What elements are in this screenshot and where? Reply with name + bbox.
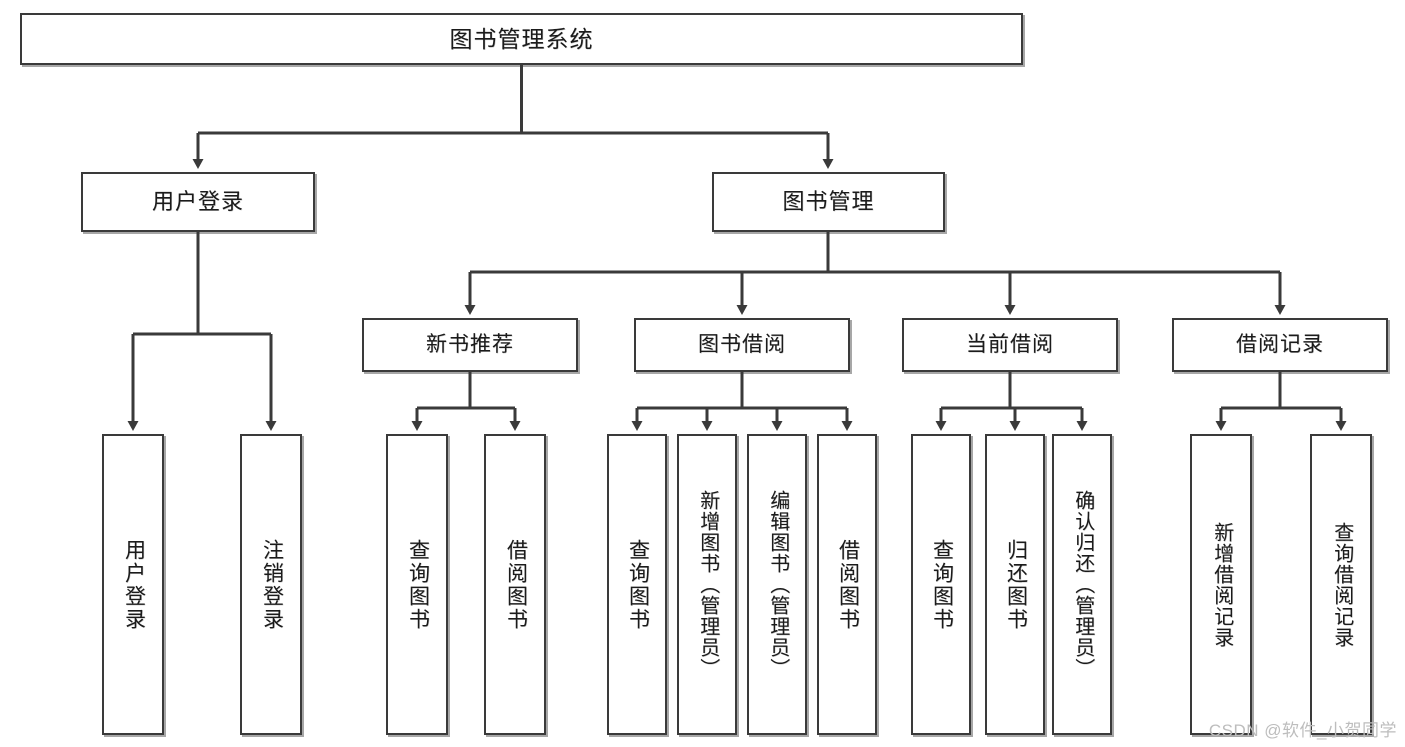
node-leaf-user-logout-label: 注销登录 — [260, 538, 284, 631]
node-new-book-rec-label: 新书推荐 — [426, 332, 514, 356]
node-leaf-return-book[interactable]: 归还图书 — [985, 434, 1045, 735]
node-leaf-rec-borrow-book-label: 借阅图书 — [504, 538, 528, 631]
node-leaf-cur-query-book-label: 查询图书 — [930, 538, 954, 631]
node-leaf-confirm-return[interactable]: 确认归还（管理员） — [1052, 434, 1112, 735]
node-leaf-cur-query-book[interactable]: 查询图书 — [911, 434, 971, 735]
node-borrow-record-label: 借阅记录 — [1236, 332, 1324, 356]
node-root-label: 图书管理系统 — [449, 25, 594, 52]
node-leaf-edit-book-admin-label: 编辑图书（管理员） — [766, 490, 789, 679]
node-leaf-borrow-query-book[interactable]: 查询图书 — [607, 434, 667, 735]
node-leaf-user-login[interactable]: 用户登录 — [102, 434, 164, 735]
node-leaf-confirm-return-label: 确认归还（管理员） — [1071, 490, 1094, 679]
node-leaf-borrow-query-book-label: 查询图书 — [626, 538, 650, 631]
node-leaf-return-book-label: 归还图书 — [1004, 538, 1028, 631]
node-leaf-rec-query-book[interactable]: 查询图书 — [386, 434, 448, 735]
node-book-borrow-label: 图书借阅 — [698, 332, 786, 356]
node-current-borrow[interactable]: 当前借阅 — [902, 318, 1118, 372]
node-leaf-add-book-admin[interactable]: 新增图书（管理员） — [677, 434, 737, 735]
node-leaf-rec-query-book-label: 查询图书 — [406, 538, 430, 631]
node-book-borrow[interactable]: 图书借阅 — [634, 318, 850, 372]
node-user-login[interactable]: 用户登录 — [81, 172, 315, 232]
node-leaf-query-record-label: 查询借阅记录 — [1330, 521, 1353, 648]
node-leaf-query-record[interactable]: 查询借阅记录 — [1310, 434, 1372, 735]
node-borrow-record[interactable]: 借阅记录 — [1172, 318, 1388, 372]
node-leaf-edit-book-admin[interactable]: 编辑图书（管理员） — [747, 434, 807, 735]
node-current-borrow-label: 当前借阅 — [966, 332, 1054, 356]
node-leaf-borrow-book-label: 借阅图书 — [836, 538, 860, 631]
node-new-book-rec[interactable]: 新书推荐 — [362, 318, 578, 372]
node-leaf-user-logout[interactable]: 注销登录 — [240, 434, 302, 735]
node-leaf-add-record[interactable]: 新增借阅记录 — [1190, 434, 1252, 735]
node-leaf-add-book-admin-label: 新增图书（管理员） — [696, 490, 719, 679]
node-book-manage[interactable]: 图书管理 — [712, 172, 945, 232]
node-leaf-add-record-label: 新增借阅记录 — [1210, 521, 1233, 648]
node-leaf-rec-borrow-book[interactable]: 借阅图书 — [484, 434, 546, 735]
node-book-manage-label: 图书管理 — [782, 189, 875, 215]
node-root[interactable]: 图书管理系统 — [20, 13, 1023, 65]
node-user-login-label: 用户登录 — [151, 189, 244, 215]
connector-lines — [127, 65, 1347, 431]
node-leaf-borrow-book[interactable]: 借阅图书 — [817, 434, 877, 735]
node-leaf-user-login-label: 用户登录 — [122, 538, 146, 631]
